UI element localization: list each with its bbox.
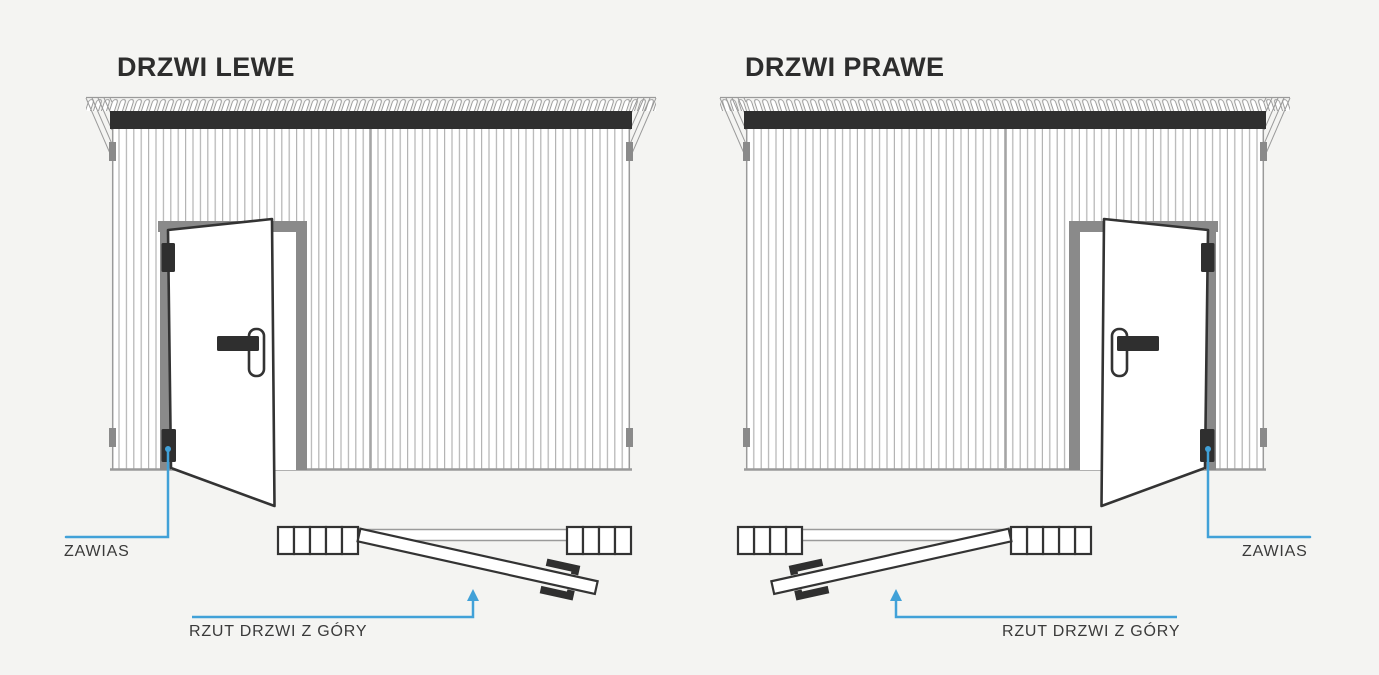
- right-door-elevation: [718, 95, 1312, 539]
- left-door-elevation: [64, 95, 658, 539]
- left-plan-view-label: RZUT DRZWI Z GÓRY: [189, 623, 368, 640]
- right-plan-view-label: RZUT DRZWI Z GÓRY: [1002, 623, 1181, 640]
- left-diagram-title: DRZWI LEWE: [117, 52, 295, 82]
- left-hinge-label: ZAWIAS: [64, 543, 130, 560]
- right-diagram-title: DRZWI PRAWE: [745, 52, 945, 82]
- right-door-plan: [738, 521, 1177, 617]
- left-door-plan: [192, 521, 631, 617]
- right-hinge-label: ZAWIAS: [1242, 543, 1308, 560]
